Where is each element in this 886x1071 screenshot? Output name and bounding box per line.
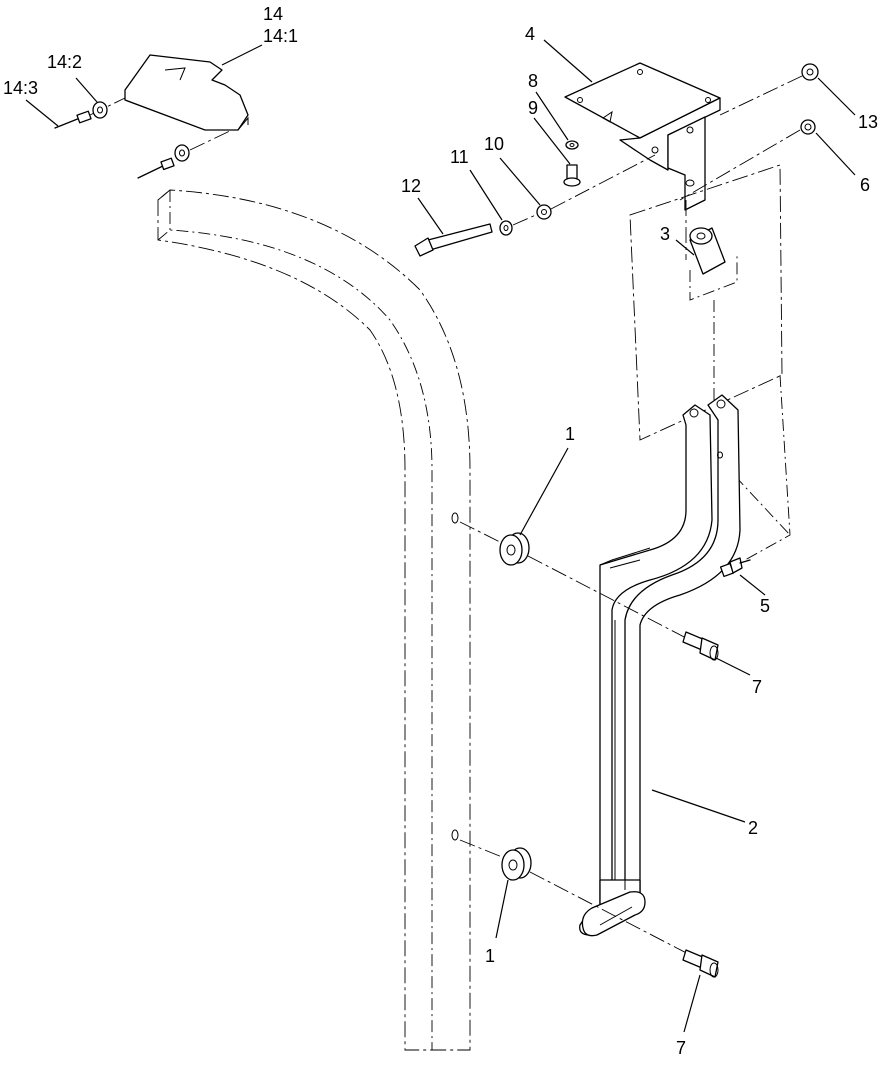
bolt-5 <box>719 557 751 578</box>
callout-labels: 14 14:1 14:2 14:3 4 8 9 10 11 12 13 6 3 … <box>3 4 878 1058</box>
callout-6: 6 <box>860 175 870 195</box>
callout-4: 4 <box>525 24 535 44</box>
bolt-9 <box>563 164 581 187</box>
callout-14-3: 14:3 <box>3 78 38 98</box>
bolt-7-top <box>682 631 719 661</box>
roller-1-bottom <box>451 829 701 961</box>
callout-12: 12 <box>401 176 421 196</box>
washer-10 <box>536 204 552 220</box>
leader-lines <box>25 39 856 1033</box>
callout-14: 14 <box>263 4 283 24</box>
callout-9: 9 <box>528 98 538 118</box>
screw-14-3 <box>54 97 126 129</box>
lever-arm-2 <box>579 394 741 937</box>
callout-5: 5 <box>760 596 770 616</box>
callout-14-2: 14:2 <box>47 52 82 72</box>
callout-10: 10 <box>484 134 504 154</box>
nut-6 <box>679 119 816 201</box>
callout-1-bottom: 1 <box>485 946 495 966</box>
callout-7-bottom: 7 <box>676 1038 686 1058</box>
mounting-bracket-4 <box>564 62 721 211</box>
bolt-7-bottom <box>682 949 719 978</box>
callout-14-1: 14:1 <box>263 26 298 46</box>
callout-13: 13 <box>858 112 878 132</box>
callout-11: 11 <box>450 147 469 167</box>
washer-11 <box>499 220 513 236</box>
screw-14-lower <box>137 129 233 179</box>
washer-8 <box>565 140 579 150</box>
washer-14-2 <box>92 101 108 119</box>
callout-2: 2 <box>748 818 758 838</box>
frame-tube-phantom <box>157 189 471 1051</box>
callout-3: 3 <box>660 224 670 244</box>
nut-13 <box>719 63 819 116</box>
callout-8: 8 <box>528 71 538 91</box>
callout-7-top: 7 <box>752 677 762 697</box>
roller-1-top <box>451 512 691 641</box>
spacer-3 <box>689 227 738 405</box>
bolt-12 <box>414 154 656 257</box>
cover-plate-14 <box>124 54 249 131</box>
callout-1-top: 1 <box>565 424 575 444</box>
